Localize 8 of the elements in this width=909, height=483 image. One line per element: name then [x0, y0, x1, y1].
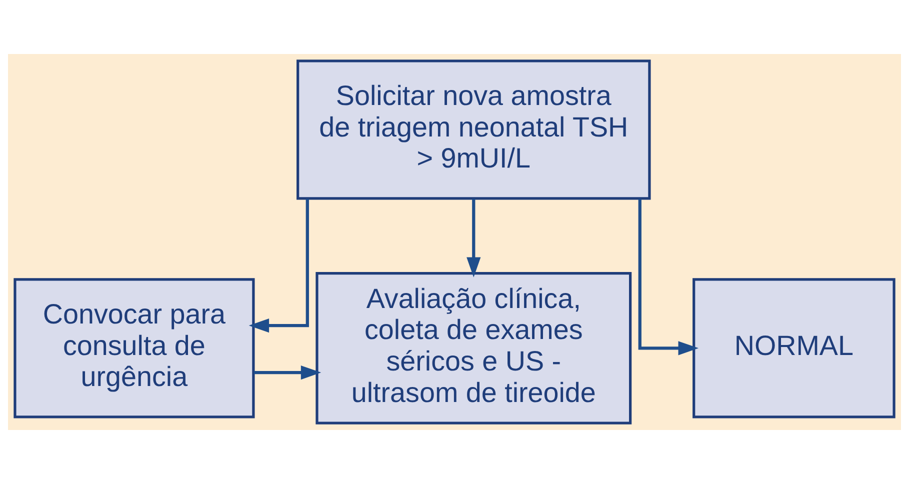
node-box: Solicitar nova amostra de triagem neonatal TSH > 9mUI/L — [296, 59, 651, 200]
node-box: NORMAL — [692, 278, 896, 418]
arrow — [466, 198, 481, 277]
arrow — [254, 364, 322, 380]
node-box: Convocar para consulta de urgência — [14, 278, 255, 418]
arrow — [248, 198, 309, 332]
arrow — [638, 198, 698, 355]
node-box: Avaliação clínica, coleta de exames séricos e US - ultrasom de tireoide — [316, 272, 632, 424]
